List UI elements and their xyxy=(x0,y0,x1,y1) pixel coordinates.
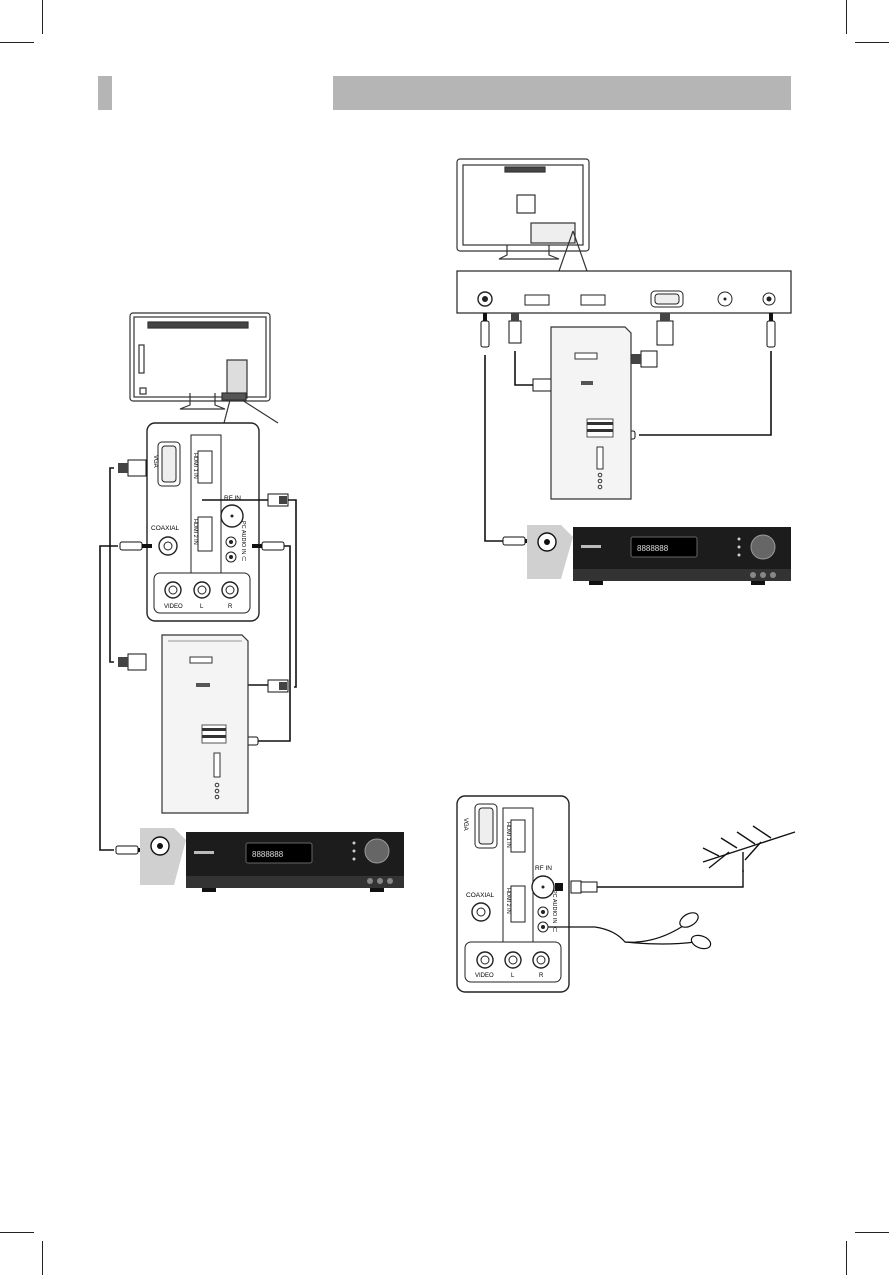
hdmi-plug-icon xyxy=(508,313,557,392)
r-label: R xyxy=(539,973,544,979)
l-label: L xyxy=(200,604,204,610)
pc-tower-icon xyxy=(550,326,632,500)
audio-r-port xyxy=(221,581,239,599)
pc-audio-port xyxy=(762,292,776,306)
crop-mark xyxy=(42,1241,43,1275)
headphone-port xyxy=(537,921,549,933)
coaxial-port xyxy=(471,902,491,922)
vga-plug-icon xyxy=(118,459,147,671)
coaxial-label: COAXIAL xyxy=(466,892,495,899)
section-marker xyxy=(98,76,112,110)
connection-diagram-left: VGA HDMI 1 IN HDMI 2 IN RF IN COAXIAL xyxy=(99,312,404,892)
hdmi1-label: HDMI 1 IN xyxy=(192,453,198,479)
earphones-icon xyxy=(548,912,712,950)
pc-audio-label: PC AUDIO IN xyxy=(551,890,557,923)
audio-l-port xyxy=(193,581,211,599)
coaxial-port xyxy=(477,291,493,307)
svg-text:8888888: 8888888 xyxy=(637,544,669,553)
hdmi1-port xyxy=(510,819,526,853)
video-port xyxy=(476,951,494,969)
antenna-cable xyxy=(597,870,744,888)
rf-port xyxy=(531,875,555,899)
vga-label: VGA xyxy=(152,455,158,468)
crop-mark xyxy=(855,1232,889,1233)
crop-mark xyxy=(846,0,847,34)
port-strip xyxy=(456,270,792,314)
hdmi2-label: HDMI 2 IN xyxy=(192,519,198,545)
video-label: VIDEO xyxy=(164,604,183,610)
connection-diagram-top-right: 8888888 xyxy=(456,158,792,585)
svg-text:8888888: 8888888 xyxy=(252,850,284,859)
hdmi2-port xyxy=(580,294,606,306)
crop-mark xyxy=(0,42,34,43)
connection-diagram-bottom-right: VGA HDMI 1 IN HDMI 2 IN RF IN COAXIAL PC… xyxy=(456,795,796,993)
tv-rear-icon xyxy=(456,158,590,272)
crop-mark xyxy=(846,1241,847,1275)
hdmi2-port xyxy=(197,516,213,552)
r-label: R xyxy=(228,604,233,610)
pc-tower-icon xyxy=(161,634,249,814)
rf-label: RF IN xyxy=(535,865,552,872)
vga-port xyxy=(650,290,684,308)
hdmi2-label: HDMI 2 IN xyxy=(505,888,511,914)
crop-mark xyxy=(0,1232,34,1233)
audio-r-port xyxy=(532,951,550,969)
rf-port xyxy=(717,291,733,307)
coaxial-port xyxy=(158,536,178,556)
pc-audio-label: PC AUDIO IN xyxy=(240,521,246,554)
section-header-bar xyxy=(333,76,791,110)
audio-receiver-icon: 8888888 xyxy=(140,828,404,892)
port-panel: VGA HDMI 1 IN HDMI 2 IN RF IN COAXIAL xyxy=(146,422,260,622)
headphone-jack-icon: ∩ xyxy=(241,553,247,563)
hdmi2-port xyxy=(510,885,526,923)
headphone-port xyxy=(225,551,237,563)
port-panel: VGA HDMI 1 IN HDMI 2 IN RF IN COAXIAL PC… xyxy=(456,795,570,993)
pc-audio-port xyxy=(537,906,549,918)
vga-plug-icon xyxy=(631,313,674,368)
hdmi1-port xyxy=(524,294,550,306)
video-label: VIDEO xyxy=(475,973,494,979)
tv-rear-icon xyxy=(129,312,279,424)
vga-label: VGA xyxy=(462,818,468,831)
rf-port xyxy=(220,504,244,528)
vga-port xyxy=(474,803,498,849)
audio-l-port xyxy=(504,951,522,969)
pc-audio-port xyxy=(225,536,237,548)
hdmi1-label: HDMI 1 IN xyxy=(505,822,511,848)
coaxial-label: COAXIAL xyxy=(151,525,180,532)
headphone-jack-icon: ∩ xyxy=(552,924,558,934)
hdmi1-port xyxy=(197,450,213,484)
crop-mark xyxy=(855,42,889,43)
video-port xyxy=(164,581,182,599)
rf-label: RF IN xyxy=(224,495,241,502)
hdmi-plug-icon xyxy=(267,493,289,693)
l-label: L xyxy=(511,973,515,979)
audio-receiver-icon: 8888888 xyxy=(527,525,791,585)
vga-port xyxy=(157,441,181,487)
antenna-icon xyxy=(702,825,796,872)
crop-mark xyxy=(42,0,43,34)
